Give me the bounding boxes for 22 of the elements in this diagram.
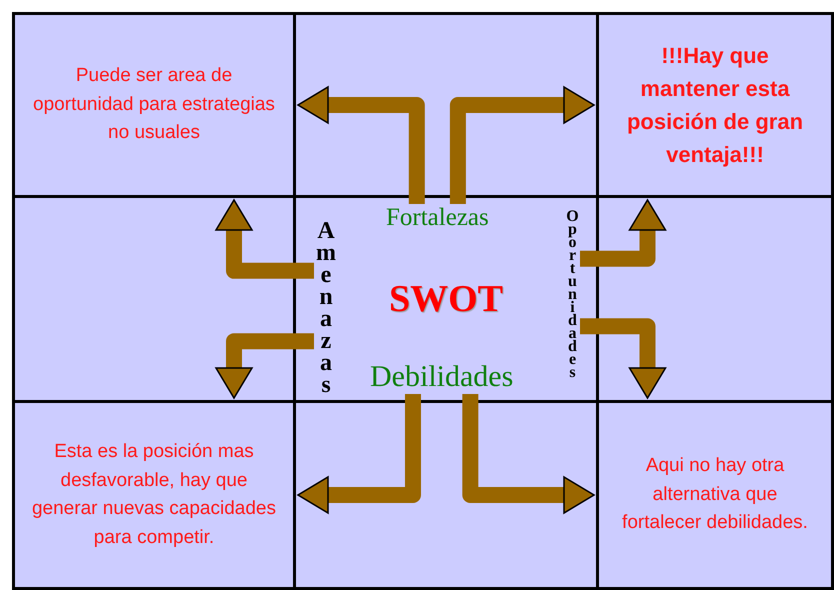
grid-cell — [12, 400, 296, 590]
bent-arrow — [580, 318, 666, 399]
grid-cell — [12, 12, 296, 198]
grid-cell — [596, 400, 834, 590]
cell-text: Esta es la posición mas desfavorable, hay que generar nuevas capacidades para competir. — [32, 440, 276, 550]
quadrant-label: Fortalezas — [386, 204, 489, 232]
vertical-label: Oportunidades — [564, 208, 580, 377]
bent-arrow — [580, 199, 666, 267]
center-title: SWOT — [388, 277, 504, 321]
cell-text: Puede ser area de oportunidad para estrategias no usuales — [32, 64, 276, 146]
grid-cell — [596, 12, 834, 198]
bent-arrow — [450, 86, 595, 204]
cell-text: !!!Hay que mantener esta posición de gran ventaja!!! — [626, 42, 804, 169]
cell-text: Aqui no hay otra alternativa que fortalecer debilidades. — [621, 454, 809, 536]
vertical-label: Amenazas — [314, 218, 338, 394]
quadrant-label: Debilidades — [370, 360, 514, 394]
bent-arrow — [462, 394, 595, 514]
bent-arrow — [297, 86, 425, 204]
grid-cell — [293, 195, 599, 403]
bent-arrow — [215, 199, 314, 279]
bent-arrow — [215, 333, 314, 399]
bent-arrow — [297, 394, 421, 514]
